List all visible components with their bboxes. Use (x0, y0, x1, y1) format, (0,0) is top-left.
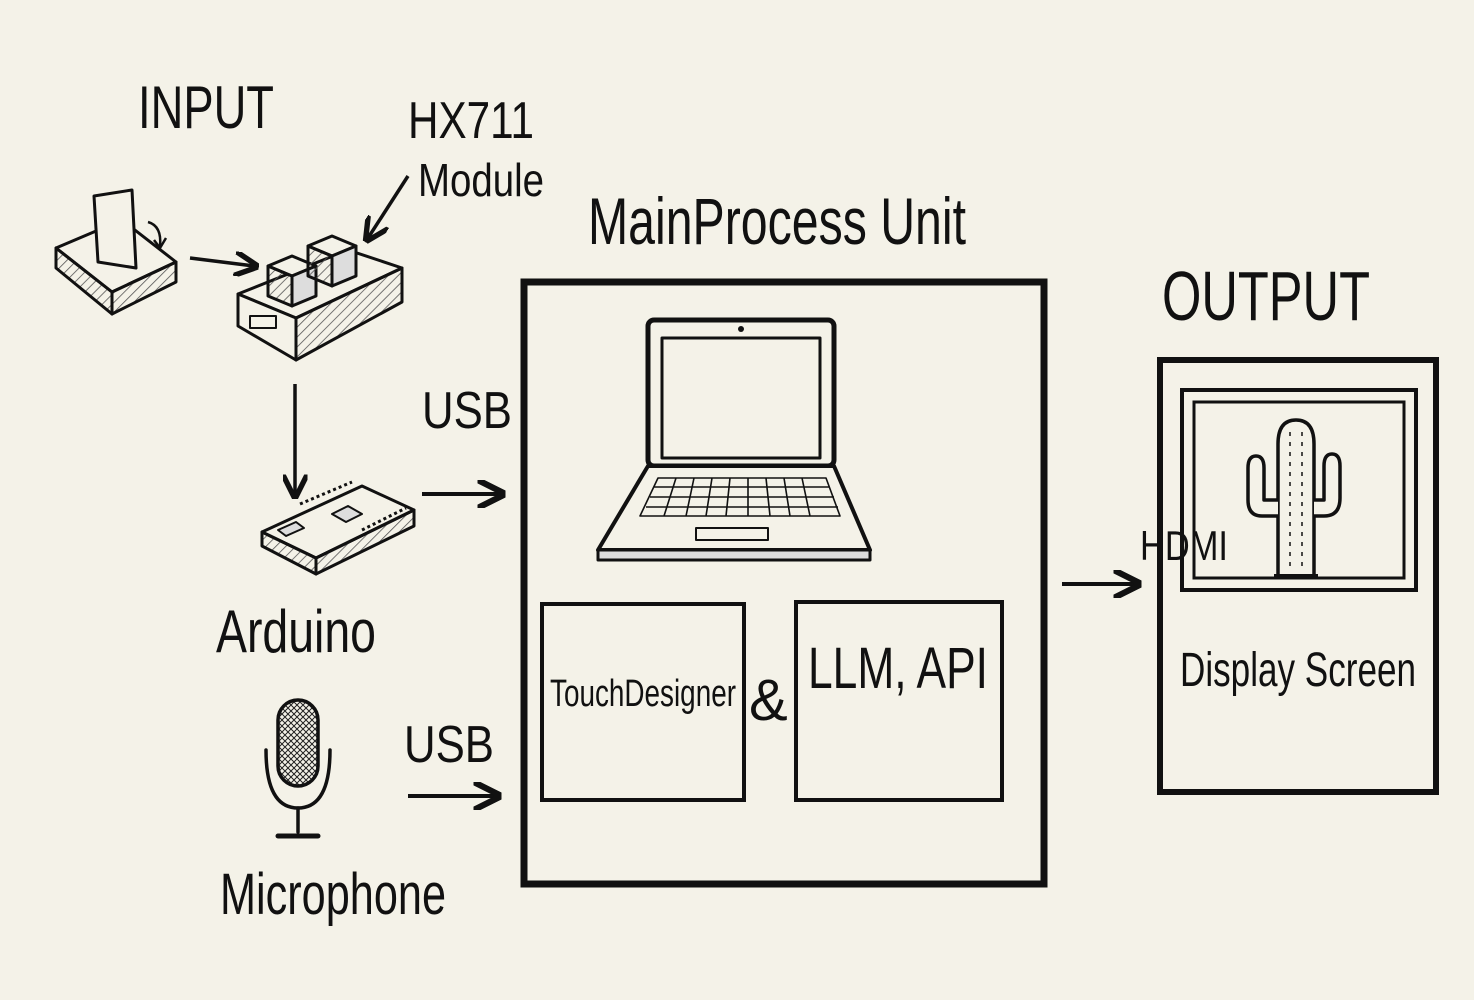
llm-api-box (794, 600, 1004, 802)
usb-label-arduino: USB (422, 382, 512, 440)
arrow-label-to-hx711 (368, 175, 410, 238)
hx711-module-icon (236, 234, 404, 362)
llm-api-label: LLM, API (808, 636, 988, 701)
display-screen-frame (1157, 357, 1439, 795)
hx711-label-line1: HX711 (408, 92, 534, 150)
ampersand-label: & (749, 668, 788, 733)
microphone-icon (264, 698, 332, 839)
touchdesigner-box (540, 602, 746, 802)
arduino-label: Arduino (216, 598, 376, 665)
microphone-label: Microphone (220, 862, 446, 927)
display-screen-label: Display Screen (1180, 644, 1416, 697)
arrow-loadcell-to-hx711 (189, 258, 254, 266)
hdmi-label: HDMI (1140, 522, 1228, 569)
hx711-label-line2: Module (418, 154, 544, 206)
usb-label-microphone: USB (404, 716, 494, 774)
laptop-icon (596, 317, 872, 562)
touchdesigner-label: TouchDesigner (550, 673, 736, 715)
load-cell-icon (54, 188, 178, 316)
input-title: INPUT (138, 74, 274, 141)
arduino-board-icon (260, 480, 416, 576)
display-screen-bezel (1180, 388, 1418, 592)
main-unit-title: MainProcess Unit (588, 184, 966, 258)
cactus-icon (1246, 418, 1342, 578)
output-title: OUTPUT (1162, 257, 1370, 335)
main-unit-box (520, 278, 1048, 888)
